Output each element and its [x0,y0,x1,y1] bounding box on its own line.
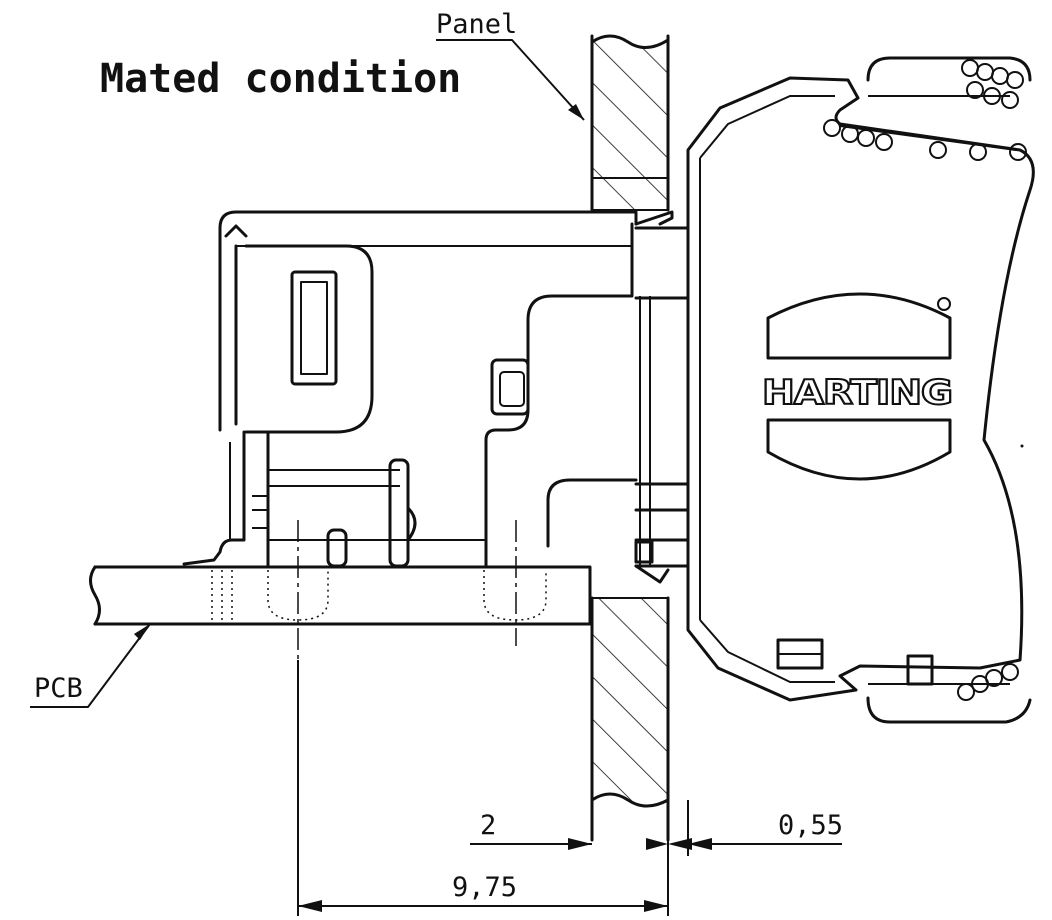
dimension-lines [297,660,842,916]
panel-callout: Panel [436,9,585,121]
plug-hood: HARTING [634,56,1035,724]
panel [590,34,670,842]
pcb [89,565,592,626]
receptacle-housing [182,210,651,660]
dimension-pcb-to-panel: 9,75 [452,872,517,903]
drawing-title: Mated condition [100,56,461,102]
dimension-panel-thickness: 2 [480,810,496,841]
harting-logo: HARTING [762,373,952,413]
panel-label: Panel [436,9,517,40]
pcb-label: PCB [34,673,83,704]
hinge-circles-bottom [957,663,1019,701]
dimension-gap: 0,55 [778,810,843,841]
hinge-circles-top [823,59,1027,161]
pcb-callout: PCB [30,623,151,708]
